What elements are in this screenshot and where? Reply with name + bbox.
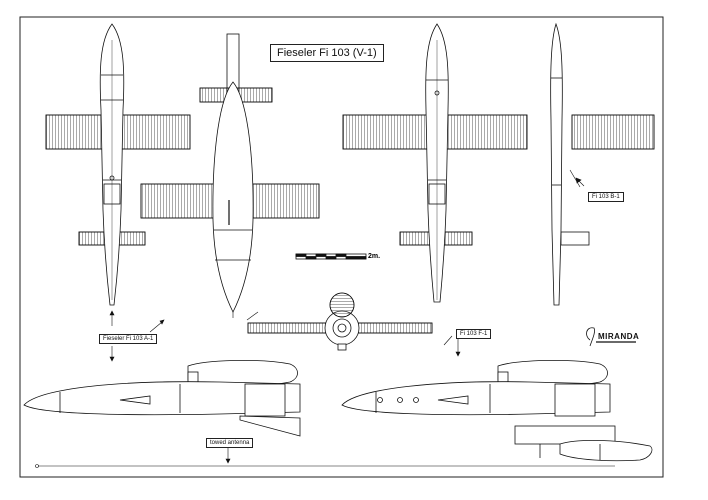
- scale-label: 2m.: [368, 253, 381, 260]
- publisher-logo-mark: [586, 327, 636, 347]
- top-view-a1: [45, 23, 191, 306]
- towed-configuration: [514, 425, 653, 462]
- front-view: [247, 292, 433, 351]
- label-variant-f1: Fi 103 F-1: [456, 329, 492, 339]
- towed-antenna: [35, 448, 615, 468]
- label-towed-antenna: towed antenna: [206, 438, 254, 448]
- publisher-logo: MIRANDA: [598, 332, 640, 341]
- side-view-b1: [550, 22, 655, 306]
- top-view-f1: [342, 23, 528, 303]
- drawing-title: Fieseler Fi 103 (V-1): [270, 44, 384, 62]
- side-profile-a1: [23, 360, 301, 437]
- side-profile-f1: [341, 360, 611, 417]
- label-variant-b1: Fi 103 B-1: [588, 192, 624, 202]
- scale-bar: [295, 253, 367, 260]
- label-variant-a1: Fieseler Fi 103 A-1: [99, 334, 158, 344]
- leader-arrows: [109, 177, 585, 362]
- bottom-view: [140, 33, 320, 318]
- sheet-border: [19, 16, 664, 478]
